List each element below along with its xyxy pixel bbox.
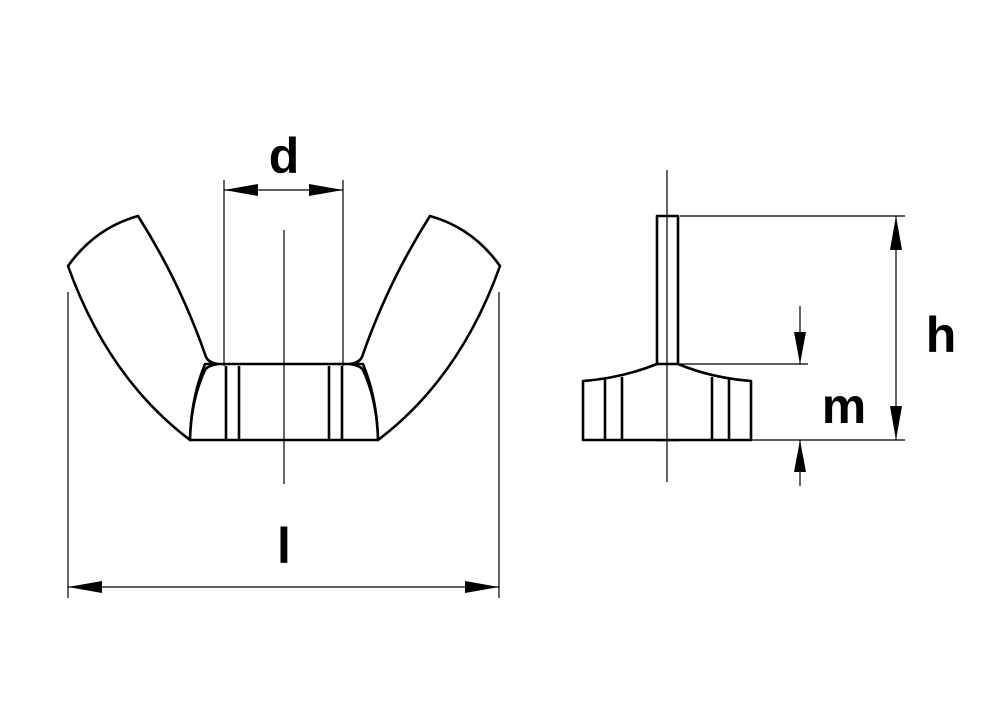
side-view: h m [581, 170, 957, 486]
arrowhead-l-left [68, 581, 102, 593]
arrowhead-m-bottom [794, 440, 806, 472]
dimension-label-l: l [277, 518, 291, 574]
arrowhead-m-top [794, 332, 806, 364]
arrowhead-l-right [465, 581, 499, 593]
arrowhead-d-left [224, 184, 258, 196]
dimension-label-m: m [822, 378, 866, 434]
front-view: d l [66, 128, 502, 598]
arrowhead-h-top [890, 216, 902, 250]
dimension-label-d: d [269, 128, 300, 184]
right-wing [348, 214, 502, 442]
left-wing [66, 214, 220, 442]
dimension-label-h: h [926, 307, 957, 363]
arrowhead-d-right [309, 184, 343, 196]
arrowhead-h-bottom [890, 406, 902, 440]
